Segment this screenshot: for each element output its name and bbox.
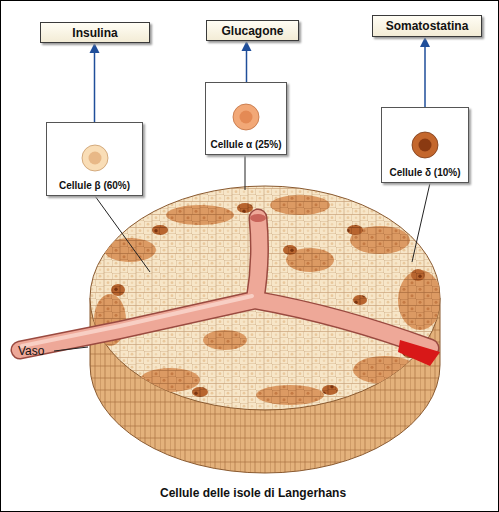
cell-label: Cellule α (25%) [210, 139, 281, 150]
figure-caption: Cellule delle isole di Langerhans [160, 486, 346, 500]
secretion-arrow [424, 38, 426, 107]
cell-label: Cellule β (60%) [59, 180, 130, 191]
cell-type-box: Cellule β (60%) [46, 122, 143, 196]
part-label: Vaso [18, 344, 44, 358]
secretion-arrow [94, 44, 96, 122]
cell-icon [81, 144, 109, 172]
blood-vessel [20, 214, 440, 366]
cell-type-box: Cellule α (25%) [205, 82, 287, 155]
secretion-arrow [246, 42, 248, 82]
hormone-box: Somatostatina [372, 15, 482, 37]
cell-type-box: Cellule δ (10%) [381, 107, 469, 183]
cell-icon [232, 103, 260, 131]
hormone-name: Insulina [72, 26, 117, 40]
cell-icon [411, 131, 439, 159]
leader-lines [54, 155, 430, 351]
cell-label: Cellule δ (10%) [389, 167, 460, 178]
hormone-box: Insulina [40, 22, 150, 43]
hormone-name: Somatostatina [386, 19, 469, 33]
hormone-box: Glucagone [206, 20, 299, 41]
hormone-name: Glucagone [221, 24, 283, 38]
